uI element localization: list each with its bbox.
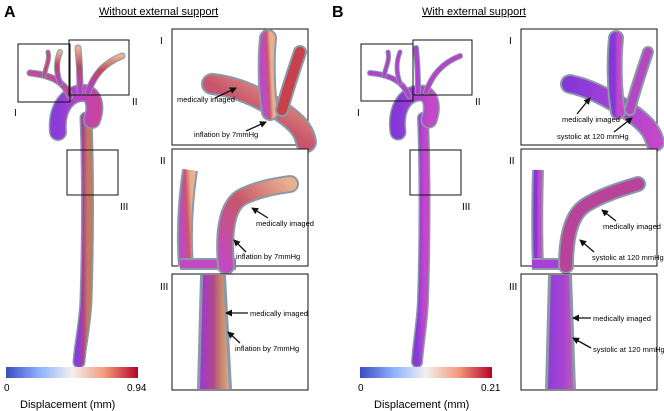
panel-a-colorbar — [6, 367, 138, 378]
panel-b-inset-i-numeral: I — [509, 36, 512, 47]
panel-b-inset-ii-arrow-1 — [601, 209, 617, 222]
panel-b-inset-iii-numeral: III — [509, 282, 517, 293]
panel-a-box-label-ii: II — [132, 97, 138, 108]
panel-b-box-label-ii: II — [475, 97, 481, 108]
panel-b-colorbar-min: 0 — [358, 383, 364, 394]
panel-a-inset-iii-arrow-2 — [227, 331, 241, 344]
panel-b-colorbar-label: Displacement (mm) — [374, 399, 469, 411]
panel-a-inset-i-label-1: medically imaged — [177, 95, 235, 104]
panel-a-colorbar-label: Displacement (mm) — [20, 399, 115, 411]
panel-a-inset-iii — [171, 273, 309, 391]
panel-a-box-iii — [66, 149, 119, 196]
panel-b-inset-ii-vessel — [531, 169, 646, 274]
panel-b-box-label-iii: III — [462, 202, 470, 213]
panel-b-inset-ii-arrow-2 — [579, 239, 595, 253]
panel-b-box-label-i: I — [357, 108, 360, 119]
panel-b-box-ii — [412, 39, 473, 96]
panel-b-colorbar-max: 0.21 — [481, 383, 501, 394]
panel-b-box-iii — [409, 149, 462, 196]
panel-b-colorbar — [360, 367, 492, 378]
panel-a-inset-iii-vessel — [197, 275, 232, 389]
panel-a-inset-ii-vessel — [176, 168, 299, 275]
panel-b-inset-ii-numeral: II — [509, 156, 515, 167]
panel-b-inset-ii-label-2: systolic at 120 mmHg — [592, 253, 664, 262]
panel-a-colorbar-max: 0.94 — [127, 383, 147, 394]
panel-b-inset-iii — [520, 273, 658, 391]
panel-a-inset-i-arrow-1 — [214, 87, 237, 99]
panel-b-letter: B — [332, 4, 344, 21]
panel-a-inset-iii-numeral: III — [160, 282, 168, 293]
panel-b-inset-i-arrow-1 — [576, 97, 591, 115]
panel-b-inset-iii-arrow-2 — [572, 337, 592, 349]
panel-b-inset-iii-label-1: medically imaged — [593, 314, 651, 323]
panel-a-box-label-iii: III — [120, 202, 128, 213]
panel-a-inset-i-label-2: inflation by 7mmHg — [194, 130, 258, 139]
panel-b-inset-i-label-1: medically imaged — [562, 115, 620, 124]
panel-b-inset-iii-vessel — [545, 275, 576, 389]
panel-b-inset-i-label-2: systolic at 120 mmHg — [557, 132, 629, 141]
panel-a-inset-ii-label-2: inflation by 7mmHg — [236, 252, 300, 261]
panel-b-aorta-model — [367, 45, 463, 368]
panel-a-inset-iii-label-1: medically imaged — [250, 309, 308, 318]
panel-a-inset-i-arrow-2 — [245, 121, 267, 132]
panel-a-colorbar-min: 0 — [4, 383, 10, 394]
panel-a-box-i — [17, 43, 71, 103]
panel-b-inset-i-arrow-2 — [613, 117, 633, 133]
panel-a-inset-i-numeral: I — [160, 36, 163, 47]
panel-a-box-ii — [68, 39, 130, 96]
panel-a-inset-ii-arrow-2 — [233, 239, 247, 253]
panel-a-box-label-i: I — [14, 108, 17, 119]
panel-b-inset-iii-label-2: systolic at 120 mmHg — [593, 345, 664, 354]
panel-a-inset-ii-arrow-1 — [251, 207, 269, 219]
panel-a-letter: A — [4, 4, 16, 21]
panel-a-title: Without external support — [99, 6, 218, 18]
panel-a-inset-ii-label-1: medically imaged — [256, 219, 314, 228]
panel-a-inset-iii-label-2: inflation by 7mmHg — [235, 344, 299, 353]
panel-b-inset-i-vessel — [560, 30, 664, 152]
panel-b-inset-ii-label-1: medically imaged — [603, 222, 661, 231]
panel-a-aorta-model — [26, 44, 126, 369]
panel-b-title: With external support — [422, 6, 526, 18]
panel-a-inset-ii-numeral: II — [160, 156, 166, 167]
